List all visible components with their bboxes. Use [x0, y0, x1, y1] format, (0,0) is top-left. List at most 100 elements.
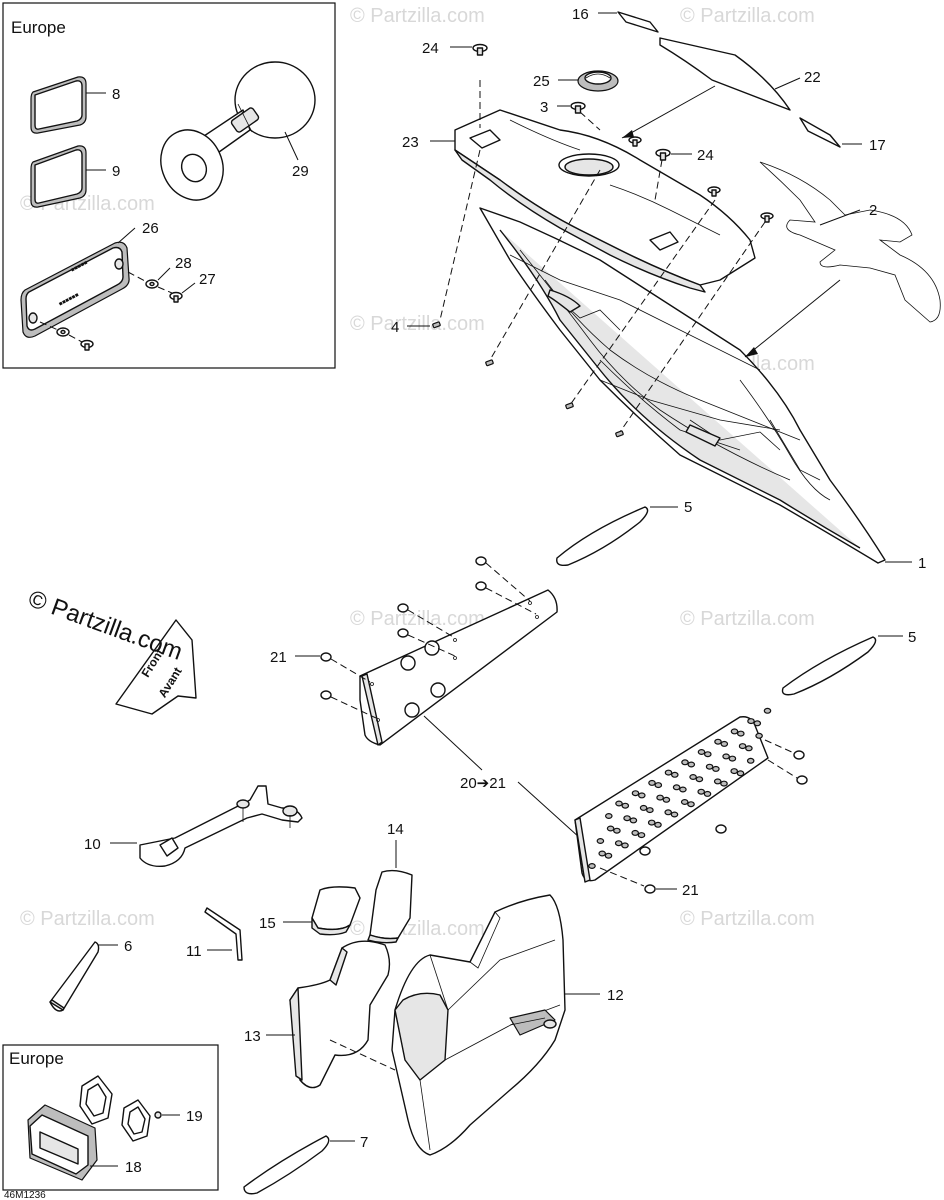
perforation-hole — [604, 812, 613, 819]
perforation-hole — [629, 817, 638, 824]
watermark: © Partzilla.com — [680, 5, 815, 27]
perforation-hole — [670, 811, 679, 818]
perforation-hole — [745, 745, 753, 752]
perforation-hole — [722, 753, 730, 760]
inset-frame — [2, 1044, 219, 1191]
europe-inset-top: Europe 8 9 29 ■■■■■ — [2, 2, 336, 369]
perforation-hole — [747, 718, 755, 725]
part-11-pin — [204, 907, 243, 961]
callout-21a: 21 — [270, 649, 287, 666]
perforation-hole — [588, 862, 596, 869]
fastener-lines — [439, 80, 766, 433]
part-22-decal — [659, 37, 791, 111]
perforation-hole — [695, 776, 704, 783]
perforation-hole — [631, 790, 640, 797]
perforation-hole — [654, 782, 663, 789]
callout-15: 15 — [259, 915, 276, 932]
flap-perforations — [588, 707, 772, 869]
callout-18: 18 — [125, 1159, 142, 1176]
part-23-top-cover — [454, 109, 756, 293]
part-17-decal — [799, 117, 841, 148]
perforation-hole — [596, 837, 605, 844]
part-26-plate-light: ■■■■■ ■■■■■■ — [20, 241, 130, 338]
callout-28: 28 — [175, 255, 192, 272]
perforation-hole — [664, 809, 673, 816]
watermark: © Partzilla.com — [350, 5, 485, 27]
perforation-hole — [613, 827, 621, 834]
callout-5a: 5 — [684, 499, 692, 516]
watermark: © Partzilla.com — [350, 313, 485, 335]
part-3-screw — [570, 101, 586, 114]
front-arrow: Front Avant — [115, 619, 197, 715]
perforation-hole — [697, 748, 706, 755]
part-5-reflector-lower — [781, 636, 877, 696]
watermark-large: © Partzilla.com — [25, 585, 186, 666]
part-19-brackets — [79, 1075, 162, 1142]
callout-17: 17 — [869, 137, 886, 154]
perforation-hole — [621, 842, 629, 849]
perforation-hole — [654, 821, 662, 828]
callout-25: 25 — [533, 73, 550, 90]
callout-29: 29 — [292, 163, 309, 180]
part-21-fasteners-upper — [320, 556, 537, 719]
part-27-screw-lower — [80, 339, 94, 351]
inset-title: Europe — [9, 1049, 64, 1068]
part-2-decal — [759, 161, 941, 323]
perforation-hole — [604, 852, 613, 859]
callout-14: 14 — [387, 821, 404, 838]
part-28-washer-lower — [56, 327, 70, 337]
part-28-washer — [145, 279, 159, 289]
perforation-hole — [728, 755, 737, 762]
perforation-hole — [738, 743, 747, 750]
perforation-hole — [755, 732, 763, 739]
watermark: © Partzilla.com — [20, 908, 155, 930]
perforation-hole — [672, 784, 681, 791]
perforation-hole — [639, 804, 648, 811]
perforation-hole — [614, 840, 623, 847]
callout-27: 27 — [199, 271, 216, 288]
callout-10: 10 — [84, 836, 101, 853]
part-16-decal — [617, 11, 659, 33]
perforation-hole — [714, 738, 722, 745]
perforation-hole — [681, 759, 689, 766]
perforation-hole — [730, 728, 739, 735]
perforation-hole — [720, 780, 728, 787]
part-9-pad — [30, 145, 87, 208]
perforation-hole — [637, 792, 646, 799]
part-8-pad — [30, 76, 87, 134]
watermark: © Partzilla.com — [680, 608, 815, 630]
callout-24a: 24 — [422, 40, 439, 57]
perforation-hole — [662, 796, 671, 803]
callout-26: 26 — [142, 220, 159, 237]
watermark: © Partzilla.com — [350, 608, 485, 630]
callout-4: 4 — [391, 319, 399, 336]
part-24-screw-right — [655, 148, 671, 161]
part-24-screw-top — [472, 43, 488, 56]
perforation-hole — [680, 798, 689, 805]
perforation-hole — [656, 794, 664, 801]
diagram-code: 46M1236 — [4, 1190, 46, 1200]
callout-8: 8 — [112, 86, 120, 103]
part-4-plugs — [432, 321, 624, 438]
perforation-hole — [615, 800, 623, 807]
perforation-hole — [598, 850, 607, 857]
perforation-hole — [703, 751, 712, 758]
perforation-hole — [637, 832, 646, 839]
part-7-reflector — [243, 1135, 330, 1195]
part-1-rear-fender — [479, 207, 886, 564]
perforation-hole — [712, 765, 720, 772]
part-12-storage-box — [391, 894, 566, 1156]
part-10-tool — [139, 785, 303, 868]
part-5-reflector-upper — [556, 506, 649, 567]
perforation-hole — [763, 707, 772, 714]
inset-frame — [2, 2, 336, 369]
perforation-hole — [689, 773, 697, 780]
callout-6: 6 — [124, 938, 132, 955]
perforation-hole — [697, 788, 706, 795]
callout-3: 3 — [540, 99, 548, 116]
callout-19: 19 — [186, 1108, 203, 1125]
callout-2: 2 — [869, 202, 877, 219]
callout-11: 11 — [186, 943, 202, 960]
callout-20: 20➔21 — [460, 775, 506, 792]
